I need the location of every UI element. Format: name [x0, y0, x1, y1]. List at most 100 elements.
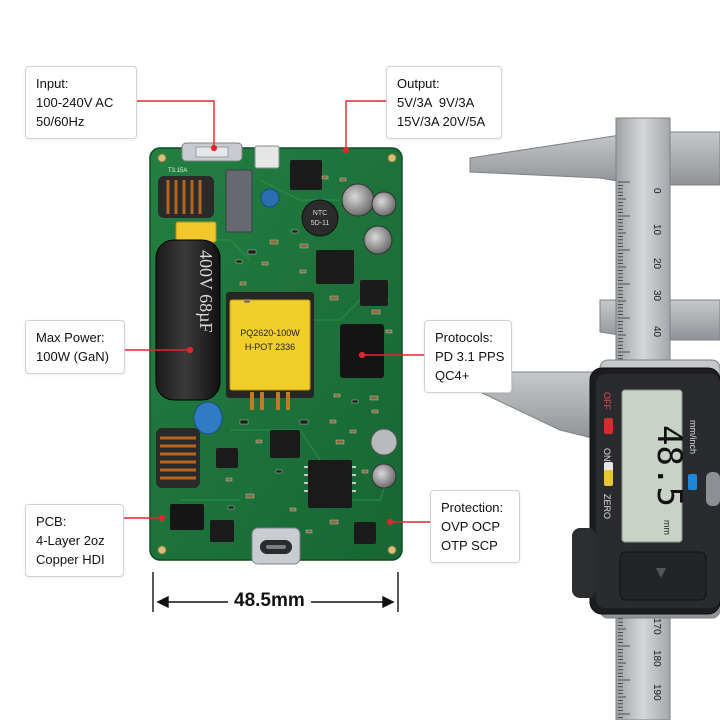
blue-cap-small: [260, 188, 280, 208]
max-power-callout: Max Power: 100W (GaN): [25, 320, 125, 374]
transformer-line2: H-POT 2336: [245, 342, 295, 352]
output-callout-line2: 15V/3A 20V/5A: [397, 114, 486, 129]
output-capacitor-4: [370, 428, 398, 456]
caliper-mode-button[interactable]: [688, 474, 697, 490]
caliper-zero-button[interactable]: [604, 470, 613, 486]
caliper-battery-cover: [619, 551, 707, 601]
caliper-unit: mm: [662, 520, 672, 535]
smd-component: [299, 419, 309, 425]
black-diode: [170, 504, 204, 530]
bulk-capacitor-label: 400V 68µF: [196, 250, 216, 333]
output-capacitor-2: [371, 191, 397, 217]
caliper-off-button[interactable]: [604, 418, 613, 434]
ic-mid-small: [360, 280, 388, 306]
scale-label-20: 20: [651, 258, 662, 270]
smd-component: [255, 439, 263, 444]
protection-callout-line2: OTP SCP: [441, 538, 498, 553]
smd-component: [245, 493, 255, 499]
caliper-scale-labels: 0 10 20 30 40 170 180 190: [651, 188, 662, 701]
input-callout-title: Input:: [36, 76, 69, 91]
output-callout: Output: 5V/3A 9V/3A 15V/3A 20V/5A: [386, 66, 502, 139]
smd-component: [361, 469, 369, 474]
caliper-mode-label: mm/inch: [688, 420, 698, 454]
output-capacitor-5: [371, 463, 397, 489]
grey-capacitor: [225, 169, 253, 233]
smd-component: [371, 409, 379, 414]
output-callout-line1: 5V/3A 9V/3A: [397, 95, 475, 110]
caliper-lcd: [621, 389, 683, 543]
protocols-callout: Protocols: PD 3.1 PPS QC4+: [424, 320, 512, 393]
common-mode-choke: [158, 176, 214, 218]
smd-component: [225, 477, 233, 482]
smd-component: [235, 259, 243, 264]
smd-component: [305, 529, 313, 534]
ic-left: [216, 448, 238, 468]
pcb-callout-line1: 4-Layer 2oz: [36, 533, 105, 548]
pcb-board: T3.15A 400V 68µF PQ26: [149, 142, 403, 565]
smd-component: [321, 175, 329, 180]
smd-component: [351, 399, 359, 404]
smd-component: [239, 419, 249, 425]
smd-component: [269, 239, 279, 245]
scale-label-0: 0: [651, 188, 662, 194]
input-callout-line: [137, 100, 215, 148]
caliper-scale-ticks: [618, 181, 630, 718]
caliper-thumb-roller: [572, 472, 720, 598]
scale-label-190: 190: [651, 684, 662, 701]
output-capacitor-3: [363, 225, 393, 255]
smd-component: [299, 243, 309, 249]
smd-component: [289, 507, 297, 512]
ntc-line2: 5D-11: [311, 220, 330, 227]
protocols-callout-line1: PD 3.1 PPS: [435, 349, 505, 364]
protocol-ic: [340, 324, 384, 378]
output-callout-line: [345, 100, 386, 148]
width-dimension-label: 48.5mm: [228, 590, 311, 612]
smd-component: [243, 299, 251, 304]
max-power-callout-line1: 100W (GaN): [36, 349, 109, 364]
smd-component: [291, 229, 299, 234]
scale-label-10: 10: [651, 224, 662, 236]
usb-c-port[interactable]: [251, 527, 301, 565]
ic-top: [290, 160, 322, 190]
ic-lower: [270, 430, 300, 458]
ic-bottom-left: [210, 520, 234, 542]
ic-bottom-right: [354, 522, 376, 544]
smd-component: [239, 281, 247, 286]
smd-component: [261, 261, 269, 266]
output-callout-title: Output:: [397, 76, 440, 91]
digital-caliper: 0 10 20 30 40 170 180 190 48.5 mm OFF ON…: [460, 117, 720, 720]
smd-component: [275, 469, 283, 474]
caliper-zero-label: ZERO: [602, 494, 612, 519]
protection-callout-line1: OVP OCP: [441, 519, 501, 534]
smd-component: [247, 249, 257, 255]
transformer: PQ2620-100W H-POT 2336: [226, 292, 314, 410]
transformer-line1: PQ2620-100W: [240, 328, 300, 338]
protocols-callout-line2: QC4+: [435, 368, 470, 383]
smd-component: [369, 395, 379, 401]
caliper-reading: 48.5: [649, 425, 689, 507]
arrow-down-icon: [656, 568, 666, 578]
output-capacitor-1: [341, 183, 375, 217]
pcb-callout-line2: Copper HDI: [36, 552, 105, 567]
bulk-capacitor: 400V 68µF: [155, 239, 221, 401]
smd-component: [335, 439, 345, 445]
smd-component: [329, 295, 339, 301]
callout-lines: [124, 100, 430, 526]
ntc-line1: NTC: [313, 210, 327, 217]
scale-label-40: 40: [651, 326, 662, 338]
input-callout-line1: 100-240V AC: [36, 95, 114, 110]
controller-ic: [308, 460, 352, 508]
yellow-x-capacitor: [175, 221, 217, 243]
fuse-label: T3.15A: [168, 168, 187, 174]
input-callout-line2: 50/60Hz: [36, 114, 85, 129]
smd-component: [349, 429, 357, 434]
caliper-on-label: ON: [602, 448, 612, 462]
smd-component: [339, 177, 347, 182]
smd-component: [329, 519, 339, 525]
protection-callout: Protection: OVP OCP OTP SCP: [430, 490, 520, 563]
max-power-callout-title: Max Power:: [36, 330, 105, 345]
smd-component: [371, 309, 381, 315]
pcb-callout-title: PCB:: [36, 514, 67, 529]
test-connector: [254, 145, 280, 169]
smd-component: [329, 419, 337, 424]
